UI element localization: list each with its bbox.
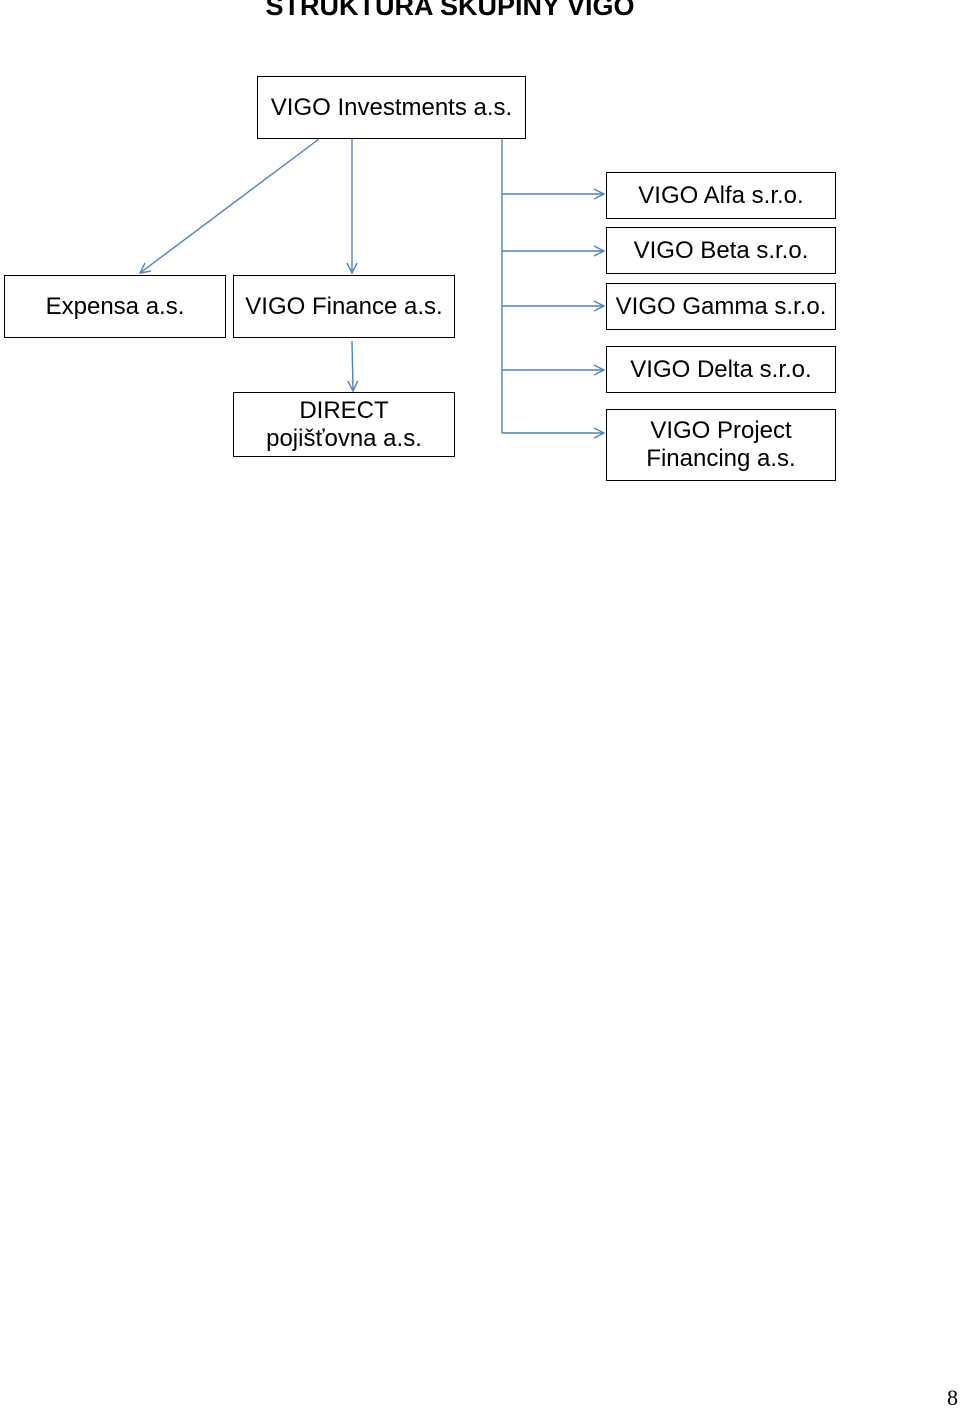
- node-vigo-project-financing: VIGO Project Financing a.s.: [606, 409, 836, 481]
- node-label: VIGO Gamma s.r.o.: [615, 292, 827, 320]
- node-vigo-alfa: VIGO Alfa s.r.o.: [606, 172, 836, 219]
- node-expensa: Expensa a.s.: [4, 275, 226, 338]
- node-label: VIGO Delta s.r.o.: [630, 355, 812, 383]
- edge-root-expensa: [140, 138, 320, 273]
- node-label: DIRECT pojišťovna a.s.: [266, 396, 422, 452]
- node-vigo-investments: VIGO Investments a.s.: [257, 76, 526, 139]
- node-label: VIGO Investments a.s.: [270, 93, 513, 121]
- node-direct-pojistovna: DIRECT pojišťovna a.s.: [233, 392, 455, 457]
- page-number: 8: [947, 1385, 958, 1410]
- node-vigo-finance: VIGO Finance a.s.: [233, 275, 455, 338]
- node-label: VIGO Project Financing a.s.: [646, 417, 796, 472]
- org-chart-connectors: [0, 138, 960, 500]
- node-label: VIGO Finance a.s.: [245, 292, 443, 320]
- node-label: VIGO Beta s.r.o.: [633, 236, 809, 264]
- node-vigo-beta: VIGO Beta s.r.o.: [606, 227, 836, 274]
- page-title: STRUKTURA SKUPINY VIGO: [265, 0, 635, 21]
- node-vigo-gamma: VIGO Gamma s.r.o.: [606, 283, 836, 330]
- node-label: VIGO Alfa s.r.o.: [638, 181, 804, 209]
- edge-finance-direct: [352, 340, 353, 391]
- node-vigo-delta: VIGO Delta s.r.o.: [606, 346, 836, 393]
- node-label: Expensa a.s.: [45, 292, 185, 320]
